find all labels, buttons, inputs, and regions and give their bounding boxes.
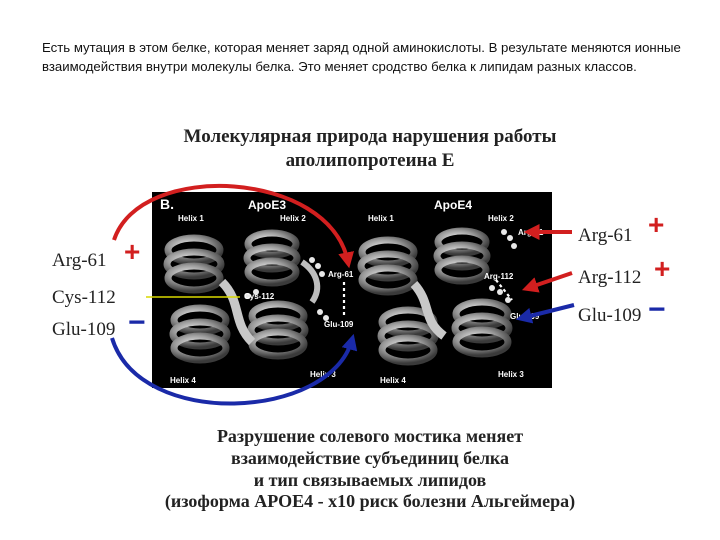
caption-line-4: (изоформа АРОЕ4 - х10 риск болезни Альге… — [164, 491, 576, 511]
red-arc-arrow-left — [112, 183, 354, 269]
glu109-left-label: Glu-109 — [324, 320, 354, 329]
right-label-arg112: Arg-112 — [578, 267, 642, 288]
arg61-left-label: Arg-61 — [328, 270, 354, 279]
protein-structure-panel: B. ApoE3 ApoE4 Helix 1 Helix 2 Helix 4 H… — [152, 192, 552, 388]
apoe4-side-chains — [489, 229, 517, 303]
helix3-left-label: Helix 3 — [310, 370, 336, 379]
apoe4-helices — [357, 227, 513, 366]
panel-letter: B. — [160, 196, 174, 212]
protein-ribbon-drawing — [163, 227, 517, 366]
right-label-glu109: Glu-109 — [578, 305, 642, 326]
apoe4-label: ApoE4 — [434, 198, 473, 212]
helix2-left-label: Helix 2 — [280, 214, 306, 223]
apoe3-helices — [163, 229, 309, 364]
helix4-right-label: Helix 4 — [380, 376, 406, 385]
blue-arrow-glu109-right — [515, 303, 575, 324]
apoe4-salt-bridge — [495, 279, 513, 301]
left-plus-sign: + — [124, 236, 141, 267]
apoe3-label: ApoE3 — [248, 198, 287, 212]
helix1-left-label: Helix 1 — [178, 214, 204, 223]
helix4-left-label: Helix 4 — [170, 376, 196, 385]
right-plus-sign-1: + — [648, 209, 665, 240]
intro-paragraph: Есть мутация в этом белке, которая меняе… — [42, 40, 681, 74]
right-minus-sign: − — [648, 293, 666, 326]
left-minus-sign: − — [128, 306, 146, 339]
apoe4-loop — [410, 280, 447, 340]
caption-line-2: взаимодействие субъединиц белка — [230, 448, 510, 468]
helix1-right-label: Helix 1 — [368, 214, 394, 223]
right-plus-sign-2: + — [654, 253, 671, 284]
left-label-arg61: Arg-61 — [52, 250, 107, 271]
helix2-right-label: Helix 2 — [488, 214, 514, 223]
right-label-arg61: Arg-61 — [578, 225, 633, 246]
blue-arc-arrow-left — [110, 333, 358, 406]
left-label-glu109: Glu-109 — [52, 319, 116, 340]
left-label-cys112: Cys-112 — [52, 287, 116, 308]
arg112-right-label: Arg-112 — [484, 272, 514, 281]
apoe3-loop — [218, 278, 256, 346]
apoe3-side-chains — [245, 257, 329, 321]
red-arrow-arg112-right — [521, 271, 573, 293]
helix3-right-label: Helix 3 — [498, 370, 524, 379]
caption-line-1: Разрушение солевого мостика меняет — [216, 426, 524, 446]
figure-title-line-1: Молекулярная природа нарушения работы — [183, 126, 557, 147]
apoe3-loop-2 — [300, 259, 321, 304]
caption-line-3: и тип связываемых липидов — [253, 470, 487, 490]
figure-title-line-2: аполипопротеина Е — [285, 150, 455, 171]
cys112-left-label: Cys-112 — [244, 292, 275, 301]
